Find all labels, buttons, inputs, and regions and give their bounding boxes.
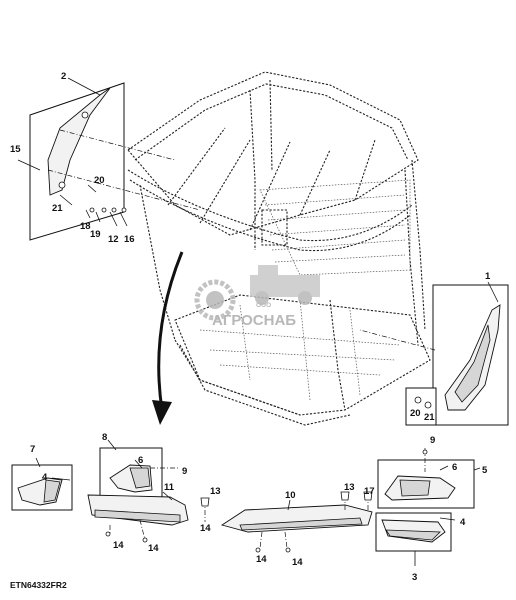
callout-14-a: 14 <box>113 540 124 551</box>
direction-arrow <box>152 251 184 425</box>
callout-20-left: 20 <box>94 175 105 186</box>
cab-frame <box>127 71 431 426</box>
callout-10: 10 <box>285 490 296 501</box>
callout-3: 3 <box>412 572 417 583</box>
callout-4-right: 4 <box>460 517 466 528</box>
callout-2-group <box>17 77 201 241</box>
callout-8-group <box>99 439 180 499</box>
callout-5: 5 <box>482 465 488 476</box>
callout-17: 17 <box>364 486 375 497</box>
callout-14-e: 14 <box>200 523 211 534</box>
callout-5-group <box>377 448 481 509</box>
watermark-name: АГРОСНАБ <box>212 312 296 329</box>
watermark-prefix: ООО <box>256 302 271 309</box>
callout-16: 16 <box>124 234 135 245</box>
callout-21-left: 21 <box>52 203 63 214</box>
callout-10-group <box>220 491 373 553</box>
callout-9-right: 9 <box>430 435 435 446</box>
callout-13-left: 13 <box>210 486 221 497</box>
figure-code: ETN64332FR2 <box>10 580 67 590</box>
callout-12: 12 <box>108 234 119 245</box>
callout-7-group <box>11 457 73 511</box>
watermark-logo <box>194 265 320 321</box>
callout-9-left: 9 <box>182 466 187 477</box>
callout-19: 19 <box>90 229 101 240</box>
callout-2: 2 <box>61 71 66 82</box>
callout-20-right: 20 <box>410 408 421 419</box>
callout-3-group <box>375 512 456 566</box>
callout-8: 8 <box>102 432 107 443</box>
callout-4-left: 4 <box>42 472 48 483</box>
callout-1: 1 <box>485 271 491 282</box>
callout-21-right: 21 <box>424 412 435 423</box>
callout-13-right: 13 <box>344 482 355 493</box>
callout-11-group <box>87 491 210 543</box>
callout-6-left: 6 <box>138 455 143 466</box>
callout-11: 11 <box>164 482 175 493</box>
callout-14-b: 14 <box>148 543 159 554</box>
callout-14-c: 14 <box>256 554 267 565</box>
callout-14-d: 14 <box>292 557 303 568</box>
callout-7: 7 <box>30 444 35 455</box>
callout-15: 15 <box>10 144 21 155</box>
callout-18: 18 <box>80 221 91 232</box>
callout-6-right: 6 <box>452 462 457 473</box>
callout-1-group <box>359 281 509 426</box>
